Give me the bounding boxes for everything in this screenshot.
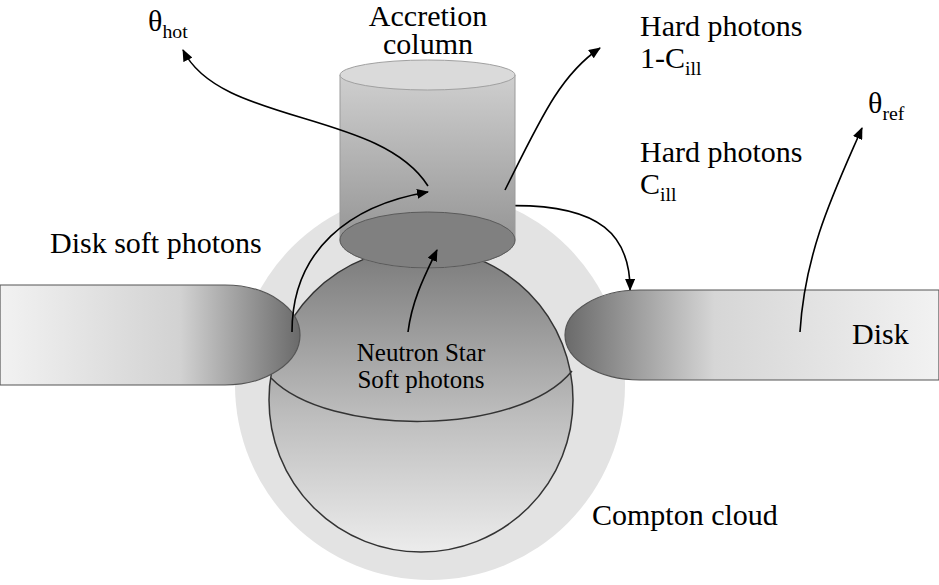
disk-label: Disk	[852, 317, 909, 351]
text-anchor: Disk	[852, 317, 909, 351]
escaping-photon-arrow	[505, 48, 600, 190]
angle-label: θhot	[148, 4, 188, 38]
accretion-column-shape	[340, 60, 515, 268]
subscript: ill	[685, 57, 702, 79]
text-anchor: Hard photons Cill	[640, 136, 802, 200]
photon-label: Hard photons Cill	[640, 136, 802, 200]
neutron-star: Neutron Star Soft photons	[268, 247, 574, 553]
left-disk	[0, 285, 300, 385]
theta-ref-arrow	[800, 128, 862, 332]
text-anchor: θref	[868, 86, 904, 120]
photon-label: Disk soft photons	[50, 226, 262, 260]
star-label: Neutron Star Soft photons	[321, 339, 521, 393]
text-anchor: θhot	[148, 4, 188, 38]
photon-label: Hard photons 1-Cill	[640, 10, 802, 74]
subscript: ref	[882, 102, 904, 124]
disk-photon-arrow	[292, 192, 428, 332]
text-anchor: Disk soft photons	[50, 226, 262, 260]
cloud-label: Compton cloud	[592, 498, 778, 532]
angle-label: θref	[868, 86, 904, 120]
subscript: ill	[660, 183, 677, 205]
text-anchor: Neutron Star Soft photons	[321, 339, 521, 393]
text-anchor: Hard photons 1-Cill	[640, 10, 802, 74]
text-anchor: Compton cloud	[592, 498, 778, 532]
subscript: hot	[162, 20, 187, 42]
text-anchor: Accretion column	[318, 2, 538, 58]
theta-hot-arrow	[183, 50, 428, 186]
neutron-star-shape	[268, 247, 574, 553]
column-label: Accretion column	[318, 2, 538, 58]
accretion-column: Accretion column	[340, 60, 515, 268]
star-photon-arrow	[408, 250, 437, 332]
disk: Disk	[565, 290, 939, 380]
